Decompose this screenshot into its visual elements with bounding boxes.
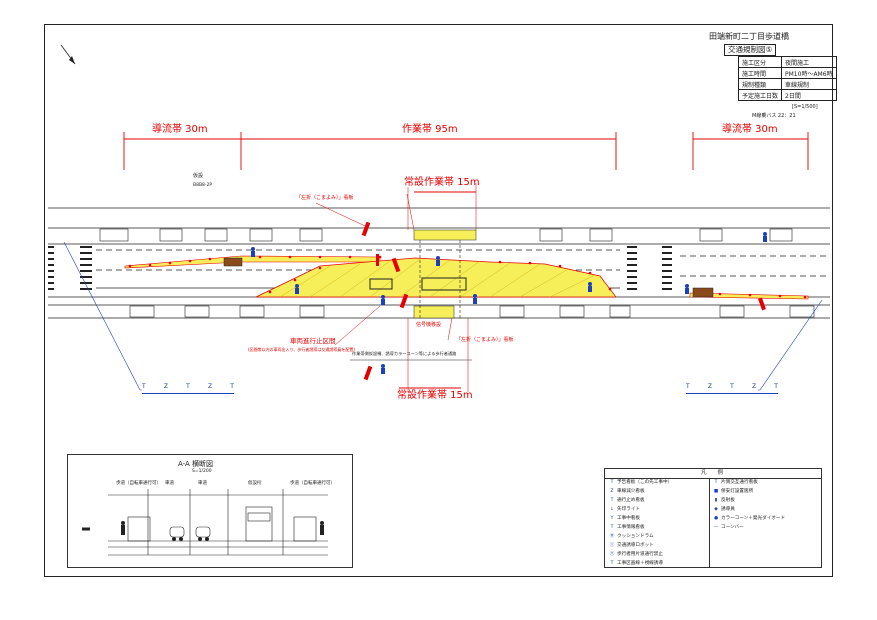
legend-item: ▮反射板 <box>714 498 735 503</box>
sign-icon: T <box>186 383 190 390</box>
scale-label: [S=1/500] <box>792 104 818 110</box>
signal-relocation-label: 信号機移設 <box>416 322 442 328</box>
drawing-subtitle: 交通規制図⑤ <box>724 44 777 56</box>
sign-annotation-top: 「左折（こまよみ）」看板 <box>296 195 354 201</box>
section-label: 車道 <box>198 481 207 486</box>
cross-section-panel: A-A 横断図 S=1/200 歩道（自転車通行可） 車道 車道 仮設桁 歩道（… <box>67 454 353 568</box>
sign-icon: Z <box>707 383 712 390</box>
project-title: 田端新町二丁目歩道橋 <box>709 32 789 41</box>
legend-item: ●カラーコーン＋発光ダイオード <box>713 516 786 521</box>
left-guide-zone-label: 導流帯 30m <box>152 124 208 135</box>
legend-item: ■保安灯設置箇所 <box>713 489 754 494</box>
sign-icon: Z <box>751 383 757 390</box>
bus-note: M線乗バス 22：21 <box>752 113 796 119</box>
advance-signs-left: T Z T Z T <box>142 383 234 399</box>
temporary-label: 仮設 <box>193 173 204 179</box>
section-label: 歩道（自転車通行可） <box>116 481 161 486</box>
sign-icon: Z <box>207 383 213 390</box>
permanent-zone-bottom-label: 常設作業帯 15m <box>397 390 473 401</box>
prohibit-section-label: 車両進行止区間 <box>290 337 336 345</box>
sign-icon: Z <box>163 383 168 390</box>
sign-icon: T <box>686 383 690 390</box>
sign-icon: T <box>230 383 234 390</box>
legend-item: ◆誘導員 <box>714 507 735 512</box>
sign-icon: T <box>730 383 734 390</box>
drawing-frame <box>44 24 833 577</box>
legend-item: —コーンバー <box>713 525 744 530</box>
work-zone-label: 作業帯 95m <box>402 124 458 135</box>
right-guide-zone-label: 導流帯 30m <box>722 124 778 135</box>
cross-section-scale: S=1/200 <box>192 469 212 474</box>
cross-section-title: A-A 横断図 <box>178 460 214 468</box>
permanent-zone-top-label: 常設作業帯 15m <box>404 177 480 188</box>
section-label: 歩道（自転車通行可） <box>290 481 335 486</box>
cross-section-drawing <box>82 489 328 556</box>
advance-signs-right: T Z T Z T <box>686 383 778 399</box>
legend-item: ↓矢印ライト <box>610 507 640 512</box>
sign-annotation-bottom: 「左折（こまよみ）」看板 <box>456 337 514 343</box>
legend-title: 凡 例 <box>701 470 724 476</box>
pedestrian-guide-note: 作業帯側仮設柵、誘導カラーコーン等による歩行者通路 <box>352 351 457 356</box>
temporary-code: B8B8-2P <box>193 183 213 188</box>
section-label: 仮設桁 <box>248 481 262 486</box>
sign-icon: T <box>142 383 146 390</box>
north-arrow-icon <box>60 44 76 65</box>
prohibit-note: (区間帯以内の車両出入り、歩行者誘導は交通誘導員を配置) <box>248 347 355 352</box>
sign-icon: T <box>774 383 778 390</box>
section-label: 車道 <box>165 481 174 486</box>
